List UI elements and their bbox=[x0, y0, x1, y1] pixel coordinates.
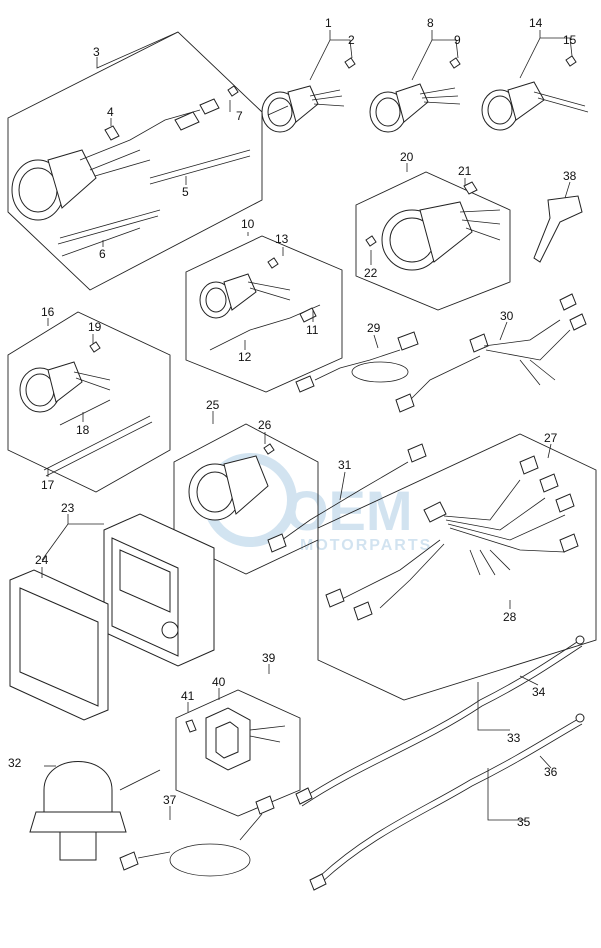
callout-18: 18 bbox=[76, 423, 90, 437]
callout-37: 37 bbox=[163, 793, 177, 807]
callout-11: 11 bbox=[306, 323, 319, 337]
callout-17: 17 bbox=[41, 478, 55, 492]
harness-35 bbox=[309, 713, 585, 891]
gauge-10 bbox=[199, 257, 321, 351]
callout-33: 33 bbox=[507, 731, 521, 745]
callout-1: 1 bbox=[325, 16, 332, 30]
bulbs-top bbox=[344, 55, 577, 69]
harness-31 bbox=[267, 443, 427, 553]
antenna-32 bbox=[29, 761, 161, 861]
watermark-sub: MOTORPARTS bbox=[300, 537, 432, 554]
callout-31: 31 bbox=[338, 458, 352, 472]
group-box-39 bbox=[175, 689, 301, 817]
callout-40: 40 bbox=[212, 675, 226, 689]
callout-5: 5 bbox=[182, 185, 189, 199]
callout-7: 7 bbox=[236, 109, 243, 123]
harness-29 bbox=[295, 331, 419, 393]
callout-3: 3 bbox=[93, 45, 100, 59]
group-box-16 bbox=[7, 311, 171, 493]
callout-30: 30 bbox=[500, 309, 514, 323]
group-box-10 bbox=[185, 235, 343, 393]
callout-28: 28 bbox=[503, 610, 517, 624]
group-box-27 bbox=[317, 433, 597, 701]
display-23 bbox=[103, 513, 215, 667]
callout-2: 2 bbox=[348, 33, 355, 47]
gauge-25 bbox=[188, 443, 275, 521]
callout-32: 32 bbox=[8, 756, 22, 770]
callout-6: 6 bbox=[99, 247, 106, 261]
callout-23: 23 bbox=[61, 501, 75, 515]
callout-4: 4 bbox=[107, 105, 114, 119]
bezel-24 bbox=[9, 569, 109, 721]
gauge-8 bbox=[369, 83, 461, 133]
callout-27: 27 bbox=[544, 431, 558, 445]
group-box-20 bbox=[355, 171, 511, 311]
callout-24: 24 bbox=[35, 553, 49, 567]
callout-35: 35 bbox=[517, 815, 531, 829]
callout-numbers: 1 2 3 4 5 6 7 8 9 10 11 12 13 14 15 16 1… bbox=[8, 16, 577, 829]
callout-19: 19 bbox=[88, 320, 102, 334]
callout-39: 39 bbox=[262, 651, 276, 665]
callout-14: 14 bbox=[529, 16, 543, 30]
callout-13: 13 bbox=[275, 232, 289, 246]
callout-12: 12 bbox=[238, 350, 252, 364]
callout-8: 8 bbox=[427, 16, 434, 30]
callout-22: 22 bbox=[364, 266, 378, 280]
harness-33 bbox=[295, 635, 585, 807]
callout-15: 15 bbox=[563, 33, 577, 47]
gauge-20 bbox=[365, 181, 501, 271]
callout-29: 29 bbox=[367, 321, 381, 335]
callout-36: 36 bbox=[544, 765, 558, 779]
callout-20: 20 bbox=[400, 150, 414, 164]
trim-sender-38 bbox=[533, 195, 583, 263]
callout-26: 26 bbox=[258, 418, 272, 432]
callout-38: 38 bbox=[563, 169, 577, 183]
callout-34: 34 bbox=[532, 685, 546, 699]
callout-10: 10 bbox=[241, 217, 255, 231]
harness-30 bbox=[395, 293, 587, 413]
callout-21: 21 bbox=[458, 164, 472, 178]
harness-27 bbox=[325, 455, 579, 621]
switch-39 bbox=[185, 707, 286, 771]
watermark: OEM MOTORPARTS bbox=[203, 453, 432, 554]
callout-16: 16 bbox=[41, 305, 55, 319]
gauge-1 bbox=[261, 85, 345, 133]
gauge-14 bbox=[481, 81, 589, 131]
callout-41: 41 bbox=[181, 689, 195, 703]
cable-37 bbox=[119, 795, 275, 877]
gauge-16 bbox=[19, 341, 153, 477]
gauge-3 bbox=[11, 85, 251, 257]
leader-lines bbox=[41, 30, 573, 821]
callout-25: 25 bbox=[206, 398, 220, 412]
watermark-brand: OEM bbox=[285, 479, 413, 542]
callout-9: 9 bbox=[454, 33, 461, 47]
